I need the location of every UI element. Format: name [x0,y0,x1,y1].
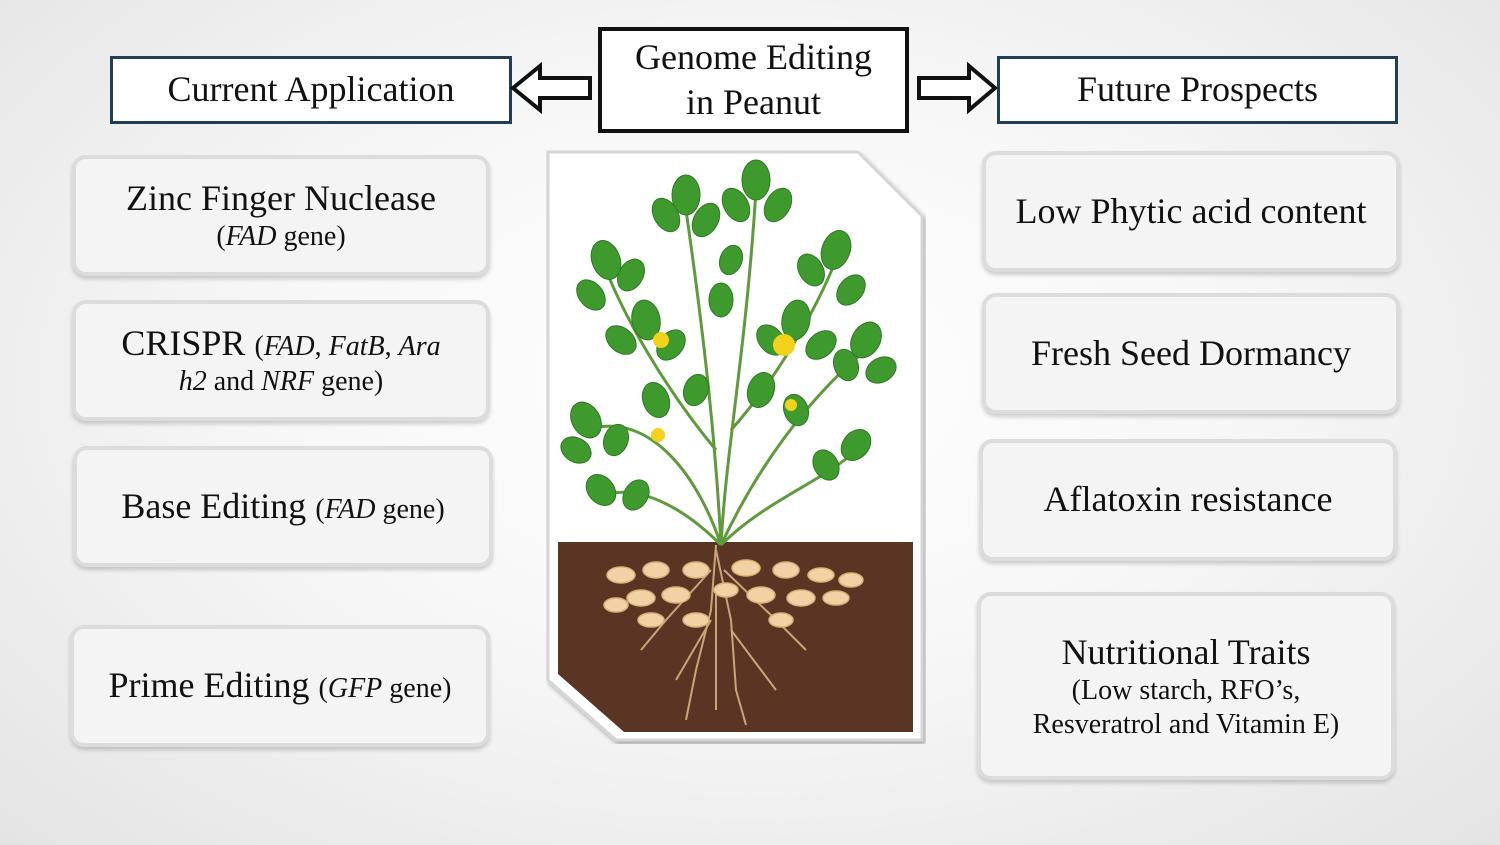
zinc-finger-gene: (FAD gene) [216,221,346,253]
current-application-header: Current Application [110,56,512,124]
zinc-finger-title: Zinc Finger Nuclease [126,178,436,219]
fresh-seed-dormancy-label: Fresh Seed Dormancy [1031,332,1351,373]
aflatoxin-resistance-card: Aflatoxin resistance [979,439,1397,561]
low-phytic-acid-label: Low Phytic acid content [1015,190,1367,231]
zinc-finger-nuclease-card: Zinc Finger Nuclease (FAD gene) [72,155,490,276]
nutritional-traits-title: Nutritional Traits [1061,631,1311,672]
crispr-line-1: CRISPR (FAD, FatB, Ara [121,323,441,364]
nutritional-traits-sub-2: Resveratrol and Vitamin E) [1032,708,1340,740]
prime-editing-card: Prime Editing (GFP gene) [70,625,490,747]
prime-editing-label: Prime Editing (GFP gene) [108,665,452,706]
title-line-2: in Peanut [686,82,821,122]
base-editing-label: Base Editing (FAD gene) [121,485,445,526]
right-arrow-icon [917,62,999,114]
genome-editing-title-box: Genome Editing in Peanut [598,27,909,133]
current-application-label: Current Application [167,69,455,110]
low-phytic-acid-card: Low Phytic acid content [982,151,1400,272]
nutritional-traits-card: Nutritional Traits (Low starch, RFO’s, R… [977,592,1395,780]
fresh-seed-dormancy-card: Fresh Seed Dormancy [982,293,1400,414]
title-line-1: Genome Editing [635,37,872,77]
future-prospects-label: Future Prospects [1077,69,1318,110]
crispr-card: CRISPR (FAD, FatB, Ara h2 and NRF gene) [72,300,490,421]
crispr-line-2: h2 and NRF gene) [178,366,384,398]
base-editing-card: Base Editing (FAD gene) [73,446,493,567]
nutritional-traits-sub-1: (Low starch, RFO’s, [1071,675,1301,706]
left-arrow-icon [510,62,592,114]
future-prospects-header: Future Prospects [997,56,1398,124]
aflatoxin-resistance-label: Aflatoxin resistance [1043,479,1333,520]
peanut-plant-icon [546,150,924,742]
